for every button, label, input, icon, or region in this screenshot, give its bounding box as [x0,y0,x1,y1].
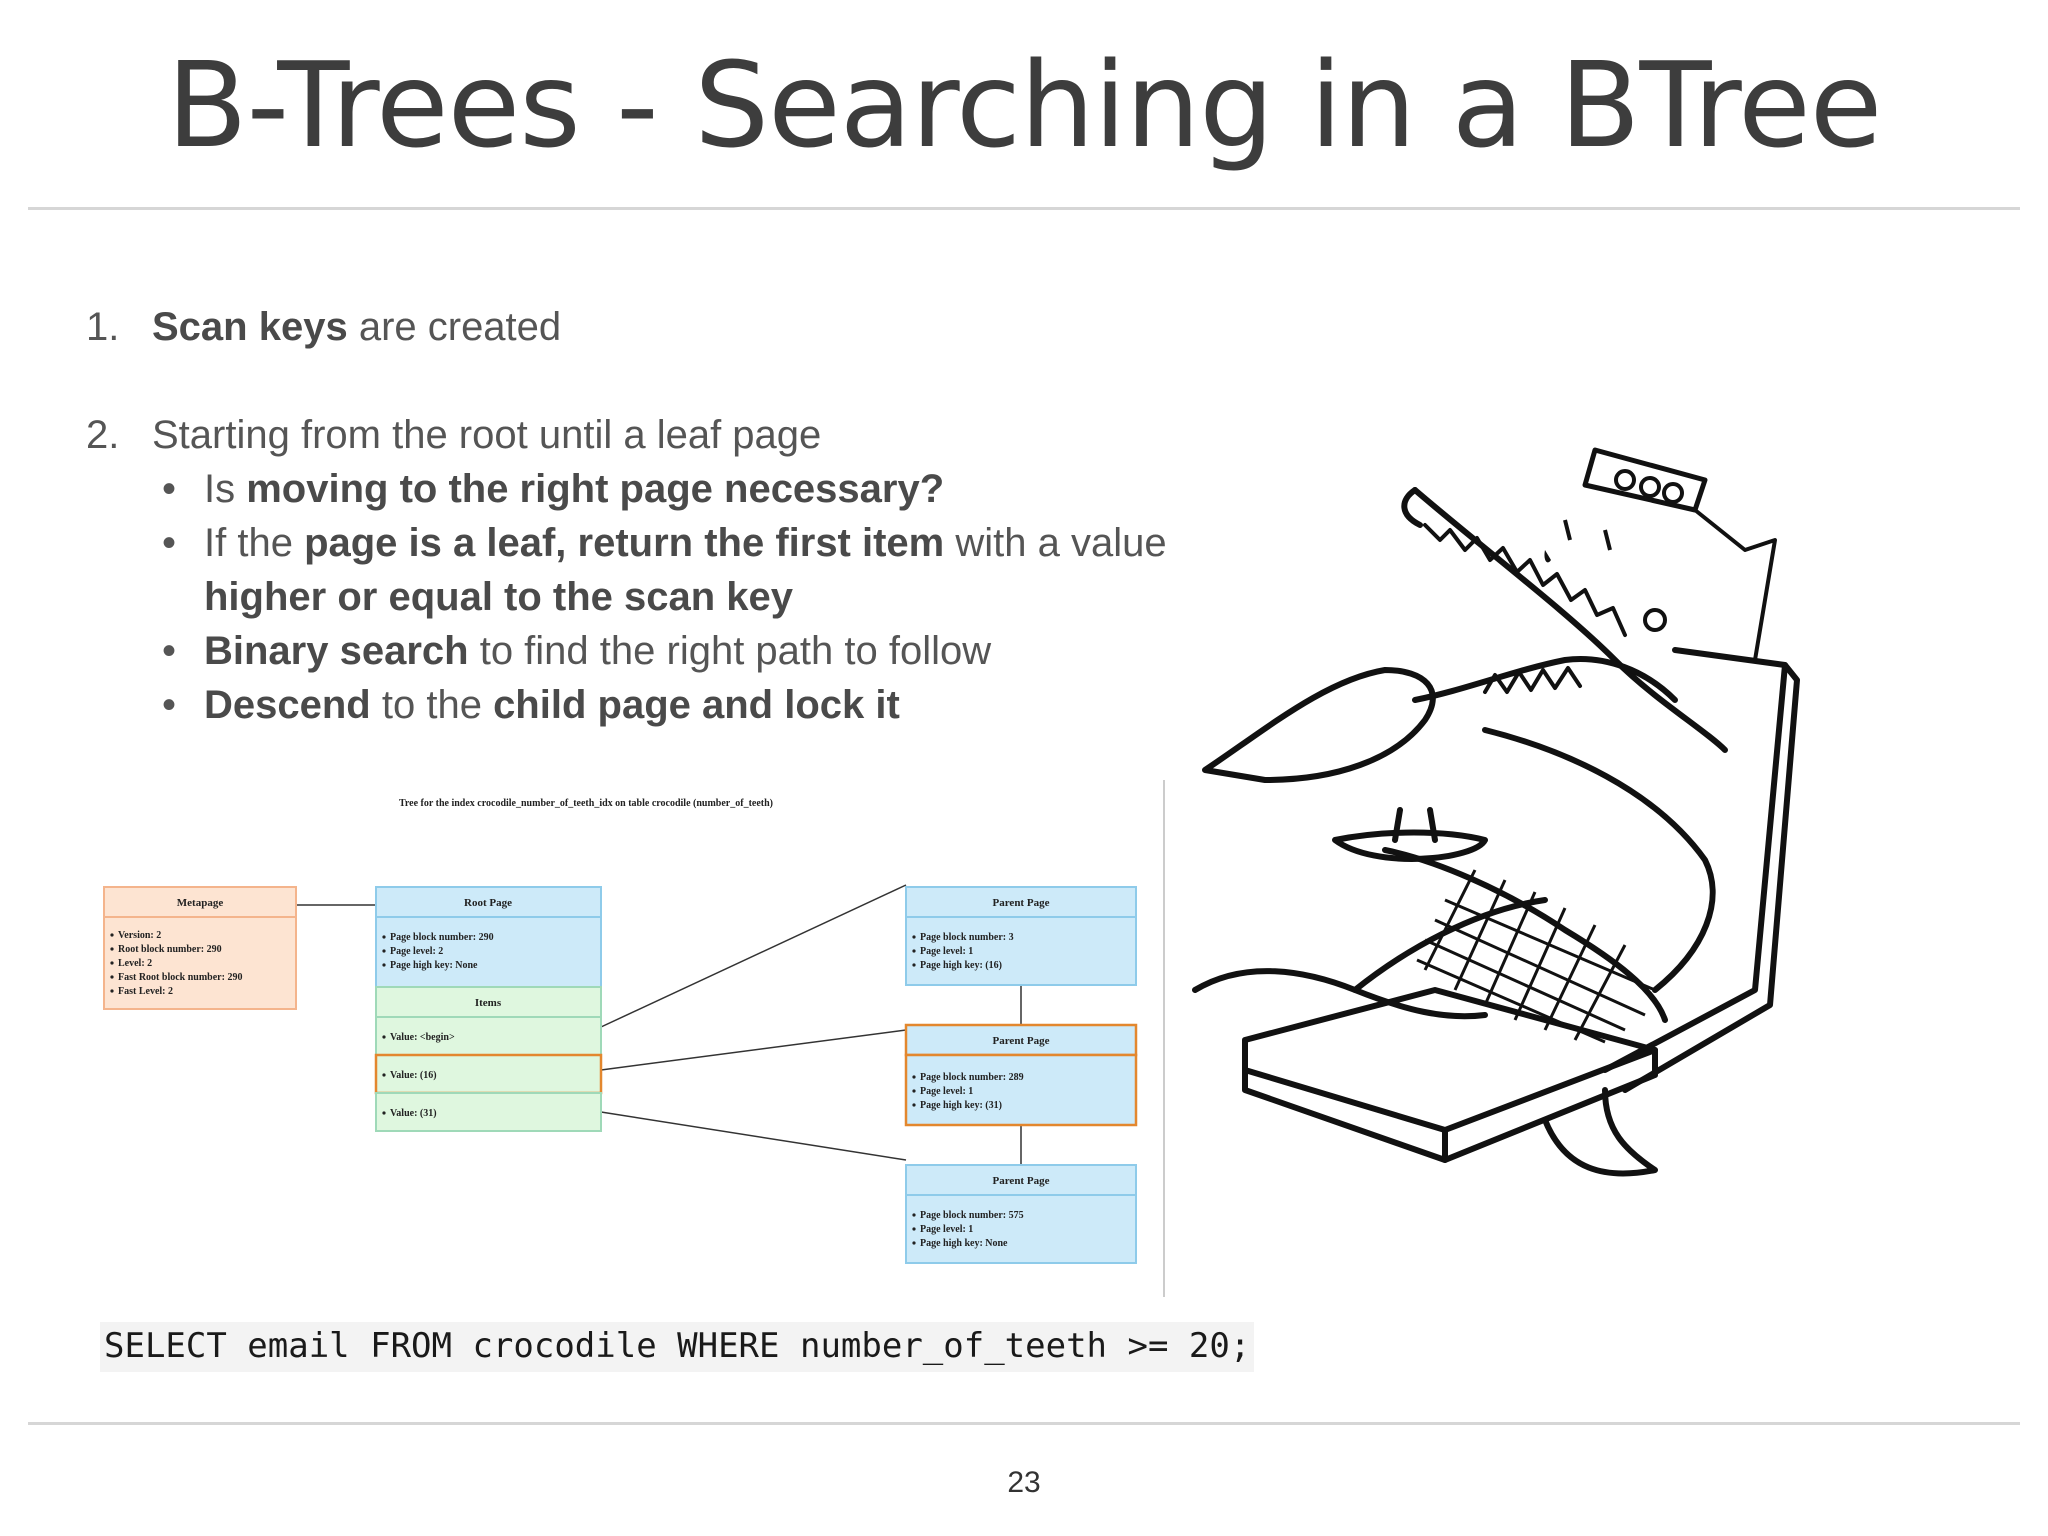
parent-header: Parent Page [993,1175,1050,1187]
list-number: 1. [86,305,120,349]
items-header: Items [475,997,502,1009]
parent-page-box: Parent Page Page block number: 575 Page … [905,1164,1137,1264]
parent-line: Page level: 1 [920,1086,973,1097]
bottom-divider [28,1422,2020,1425]
bold-text: Scan keys [152,305,348,349]
crocodile-illustration [1192,447,1800,1177]
plain-text: to find the right path to follow [468,629,992,673]
root-line: Page level: 2 [390,946,443,957]
diagram-title: Tree for the index crocodile_number_of_t… [399,798,773,809]
sub-bullet: • If the page is a leaf, return the firs… [152,516,1236,624]
root-header: Root Page [464,897,512,909]
parent-header: Parent Page [993,1035,1050,1047]
page-number: 23 [1007,1466,1041,1499]
metapage-line: Root block number: 290 [118,944,222,955]
slide-title: B-Trees - Searching in a BTree [166,36,1883,174]
plain-text: Starting from the root until a leaf page [152,413,822,457]
sub-bullet: • Is moving to the right page necessary? [152,462,1236,516]
spacer [86,354,1236,408]
list-item-2: 2. Starting from the root until a leaf p… [86,408,1236,732]
slide-content: 1. Scan keys are created 2. Starting fro… [86,300,1236,732]
parent-line: Page level: 1 [920,1224,973,1235]
bold-text: higher or equal to the scan key [204,575,794,619]
parent-line: Page high key: (16) [920,960,1002,971]
parent-line: Page high key: None [920,1238,1008,1249]
list-number: 2. [86,413,120,457]
list-item-1: 1. Scan keys are created [86,300,1236,354]
bullet-dot: • [162,521,177,565]
connector-lines [296,884,1022,1165]
parent-page-box: Parent Page Page block number: 289 Page … [904,1023,1138,1127]
btree-diagram: Tree for the index crocodile_number_of_t… [103,780,1165,1297]
parent-line: Page block number: 575 [920,1210,1024,1221]
plain-text: with a value [944,521,1167,565]
metapage-line: Level: 2 [118,958,152,969]
bold-text: page is a leaf, return the first item [304,521,945,565]
sub-bullet-list: • Is moving to the right page necessary?… [152,462,1236,732]
scale-grid [1416,869,1656,1044]
root-item: Value: (31) [390,1108,437,1119]
bullet-dot: • [162,629,177,673]
parent-line: Page high key: (31) [920,1100,1002,1111]
root-line: Page block number: 290 [390,932,494,943]
metapage-line: Fast Level: 2 [118,986,173,997]
plain-text: are created [347,305,562,349]
bold-text: Binary search [204,629,469,673]
sub-bullet: • Binary search to find the right path t… [152,624,1236,678]
diagram-bullets [110,933,916,1245]
metapage-box: Metapage Version: 2 Root block number: 2… [103,886,297,1010]
bullet-dot: • [162,467,177,511]
parent-line: Page level: 1 [920,946,973,957]
top-divider [28,207,2020,210]
metapage-line: Version: 2 [118,930,161,941]
root-item: Value: <begin> [390,1032,455,1043]
metapage-line: Fast Root block number: 290 [118,972,242,983]
root-page-box: Root Page Page block number: 290 Page le… [374,886,603,1132]
root-line: Page high key: None [390,960,478,971]
bullet-dot: • [162,683,177,727]
root-item: Value: (16) [390,1070,437,1081]
parent-header: Parent Page [993,897,1050,909]
metapage-header: Metapage [177,897,224,909]
bold-text: moving to the right page necessary? [246,467,945,511]
parent-line: Page block number: 289 [920,1072,1024,1083]
bold-text: Descend [204,683,371,727]
plain-text: to the [370,683,494,727]
parent-page-box: Parent Page Page block number: 3 Page le… [905,886,1137,986]
sub-bullet: • Descend to the child page and lock it [152,678,1236,732]
parent-line: Page block number: 3 [920,932,1014,943]
plain-text: Is [204,467,247,511]
bold-text: child page and lock it [493,683,900,727]
plain-text: If the [204,521,305,565]
sql-query: SELECT email FROM crocodile WHERE number… [100,1322,1255,1372]
